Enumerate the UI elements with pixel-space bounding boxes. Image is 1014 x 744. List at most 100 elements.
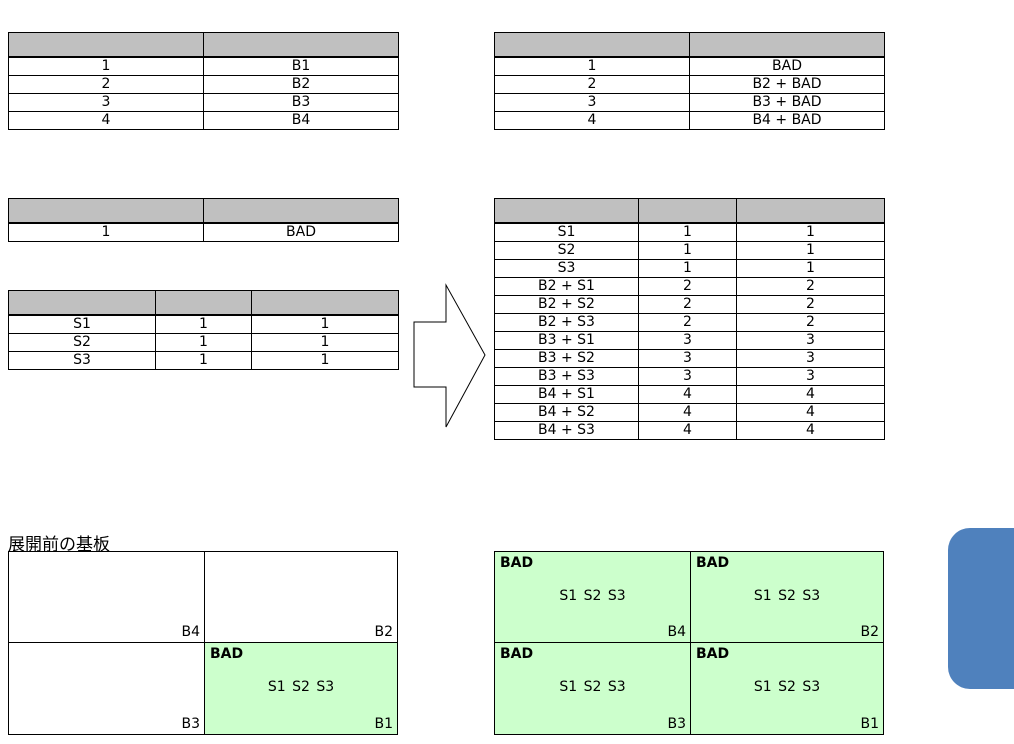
table-cell: S2 [494, 241, 639, 260]
header-cell [494, 198, 639, 224]
table-cell: S3 [494, 259, 639, 278]
board-id-label: B1 [860, 716, 879, 732]
table-cell: 2 [638, 313, 737, 332]
table-cell: 3 [638, 331, 737, 350]
table-cell: 3 [736, 367, 885, 386]
header-cell [689, 32, 885, 58]
table-cell: 4 [638, 403, 737, 422]
table-cell: B4 + S2 [494, 403, 639, 422]
board-id-label: B2 [860, 624, 879, 640]
table-cell: 4 [638, 385, 737, 404]
table-cell: 1 [251, 351, 399, 370]
table-cell: 4 [736, 385, 885, 404]
table-cell: 2 [736, 277, 885, 296]
table-cell: BAD [203, 222, 399, 242]
table-cell: S1 [494, 222, 639, 242]
table-cell: B3 + S3 [494, 367, 639, 386]
table-header [8, 198, 399, 224]
board-cell: B2 [205, 552, 397, 643]
table-header [8, 290, 399, 316]
table-header [8, 32, 399, 58]
board-before-title: 展開前の基板 [8, 535, 110, 555]
board-id-label: B1 [374, 716, 393, 732]
board-id-label: B4 [181, 624, 200, 640]
table-cell: B4 + S1 [494, 385, 639, 404]
table-cell: B4 + S3 [494, 421, 639, 440]
side-tab[interactable] [948, 528, 1014, 689]
table-cell: B2 + S2 [494, 295, 639, 314]
table-cell: S2 [8, 333, 156, 352]
parts-label: S1 S2 S3 [559, 588, 626, 604]
board-id-label: B2 [374, 624, 393, 640]
header-cell [203, 198, 399, 224]
board-cell: B4 [9, 552, 205, 643]
table-cell: 4 [494, 111, 690, 130]
table-cell: 4 [736, 403, 885, 422]
header-cell [736, 198, 885, 224]
board-id-label: B3 [667, 716, 686, 732]
table-cell: B3 + BAD [689, 93, 885, 112]
header-cell [155, 290, 252, 316]
header-cell [8, 198, 204, 224]
bad-label: BAD [500, 555, 534, 571]
parts-label: S1 S2 S3 [753, 588, 821, 604]
table-cell: 1 [736, 259, 885, 278]
table-cell: 1 [638, 259, 737, 278]
board-id-label: B4 [667, 624, 686, 640]
table-cell: 4 [736, 421, 885, 440]
table-cell: B3 + S1 [494, 331, 639, 350]
table-header [494, 198, 885, 224]
table-cell: B3 + S2 [494, 349, 639, 368]
header-cell [203, 32, 399, 58]
table-cell: S3 [8, 351, 156, 370]
board-cell: BAD S1 S2 S3 B1 [691, 643, 883, 734]
header-cell [8, 32, 204, 58]
table-cell: 2 [736, 313, 885, 332]
table-cell: 1 [638, 241, 737, 260]
table-cell: 3 [638, 349, 737, 368]
table-cell: B4 [203, 111, 399, 130]
header-cell [251, 290, 399, 316]
board-cell: BAD S1 S2 S3 B4 [495, 552, 691, 643]
table-cell: B2 + S1 [494, 277, 639, 296]
table-cell: 2 [736, 295, 885, 314]
table-cell: B2 + BAD [689, 75, 885, 94]
table-cell: B4 + BAD [689, 111, 885, 130]
parts-label: S1 S2 S3 [559, 679, 626, 695]
board-id-label: B3 [181, 716, 200, 732]
header-cell [494, 32, 690, 58]
bad-label: BAD [696, 646, 730, 662]
parts-label: S1 S2 S3 [753, 679, 821, 695]
table-cell: 2 [638, 277, 737, 296]
table-header [494, 32, 885, 58]
table-cell: B2 + S3 [494, 313, 639, 332]
